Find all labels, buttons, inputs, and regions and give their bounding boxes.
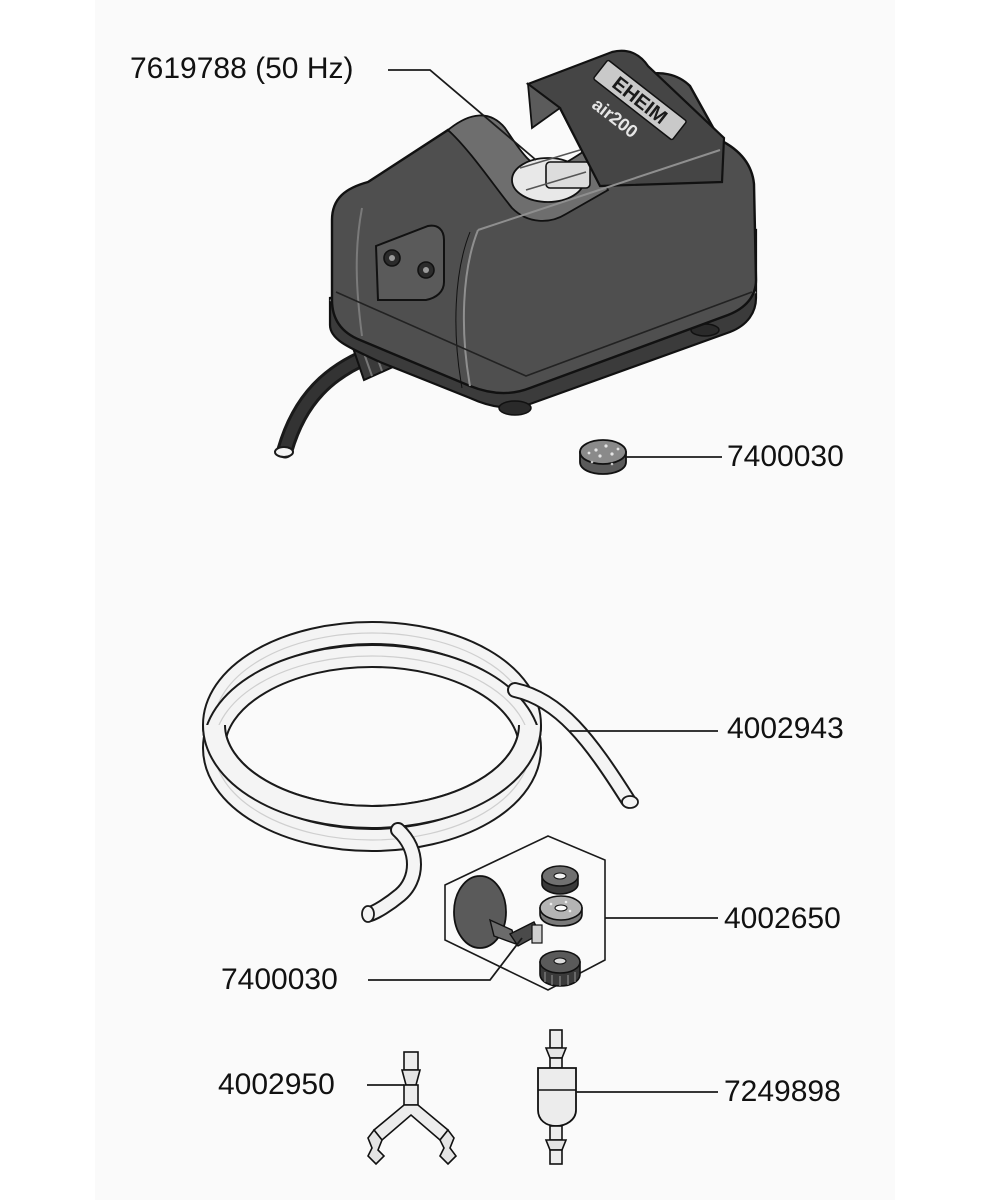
air-stone-connector xyxy=(508,921,543,947)
y-connector xyxy=(367,1051,458,1166)
air-stone-set xyxy=(444,835,606,991)
air-stone-disk xyxy=(539,895,583,927)
check-valve xyxy=(537,1029,577,1165)
pump-brand-tower xyxy=(525,49,726,188)
part-number-air-hose: 4002943 xyxy=(727,712,844,745)
part-number-check-valve: 7249898 xyxy=(724,1075,841,1108)
pump-membrane xyxy=(511,149,591,203)
pump-leader-line xyxy=(388,69,537,161)
suction-cup xyxy=(453,875,518,949)
filter-pad-bottom-leader xyxy=(368,937,523,981)
air-stone-base xyxy=(539,950,581,987)
air-pump: EHEIM air200 xyxy=(274,49,758,459)
air-stone-small xyxy=(541,865,579,895)
part-number-pump: 7619788 (50 Hz) xyxy=(130,52,354,85)
air-stone-set-outline xyxy=(444,835,606,991)
air-hose-coil xyxy=(202,621,639,923)
part-number-filter-pad-top: 7400030 xyxy=(727,440,844,473)
part-number-air-stone-set: 4002650 xyxy=(724,902,841,935)
filter-pad-top xyxy=(579,439,627,475)
part-number-filter-pad-bottom: 7400030 xyxy=(221,963,338,996)
part-number-y-connector: 4002950 xyxy=(218,1068,335,1101)
pump-air-outlets xyxy=(374,224,445,301)
power-cable xyxy=(276,347,377,459)
